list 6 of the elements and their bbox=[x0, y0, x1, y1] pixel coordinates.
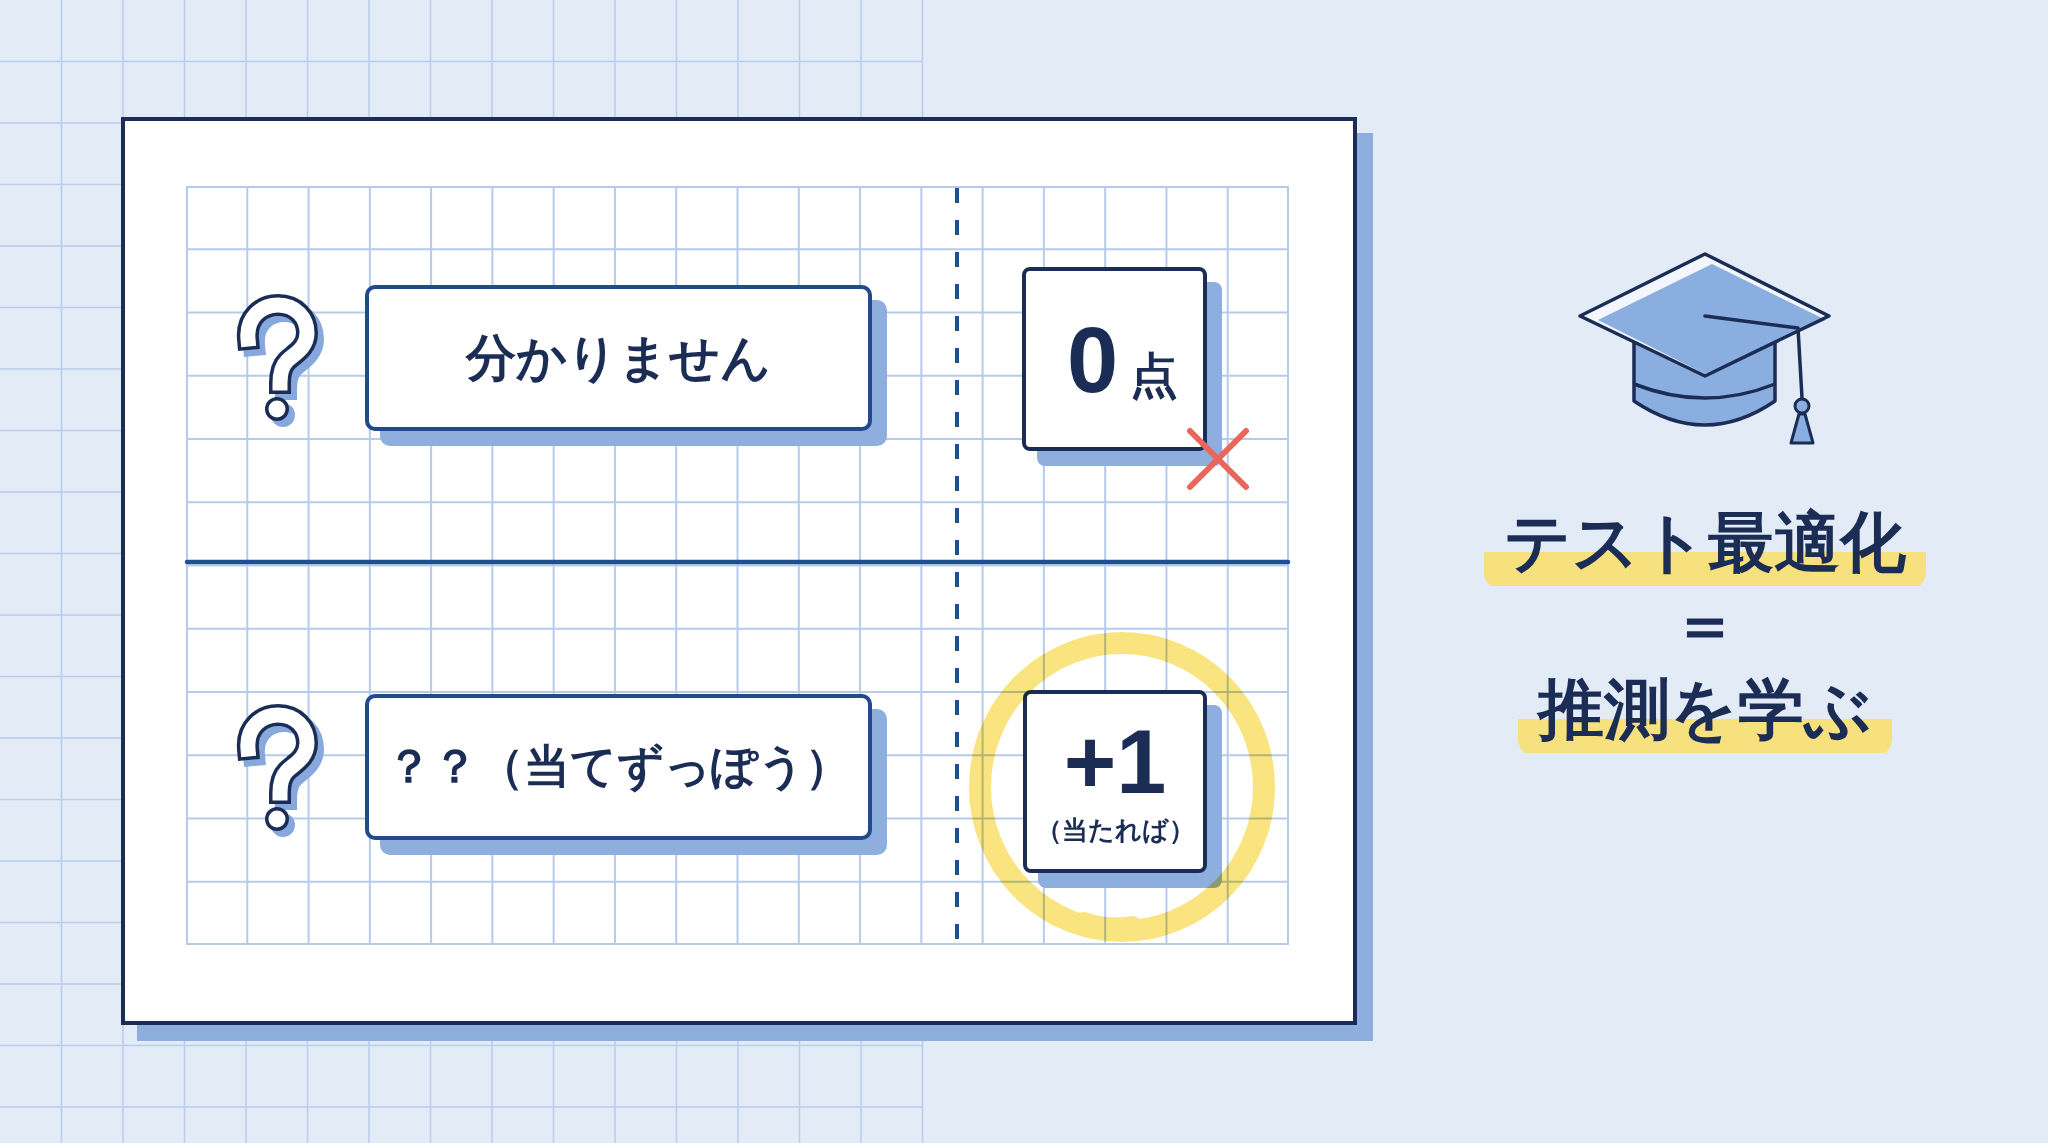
score-number: 0 bbox=[1066, 314, 1119, 406]
score-number: +1 bbox=[1063, 716, 1167, 807]
response-text: 分かりません bbox=[466, 329, 771, 388]
response-text: ？？（当てずっぽう） bbox=[386, 739, 851, 795]
score-unit: 点 bbox=[1130, 352, 1179, 400]
score-condition: （当たれば） bbox=[1035, 814, 1195, 847]
